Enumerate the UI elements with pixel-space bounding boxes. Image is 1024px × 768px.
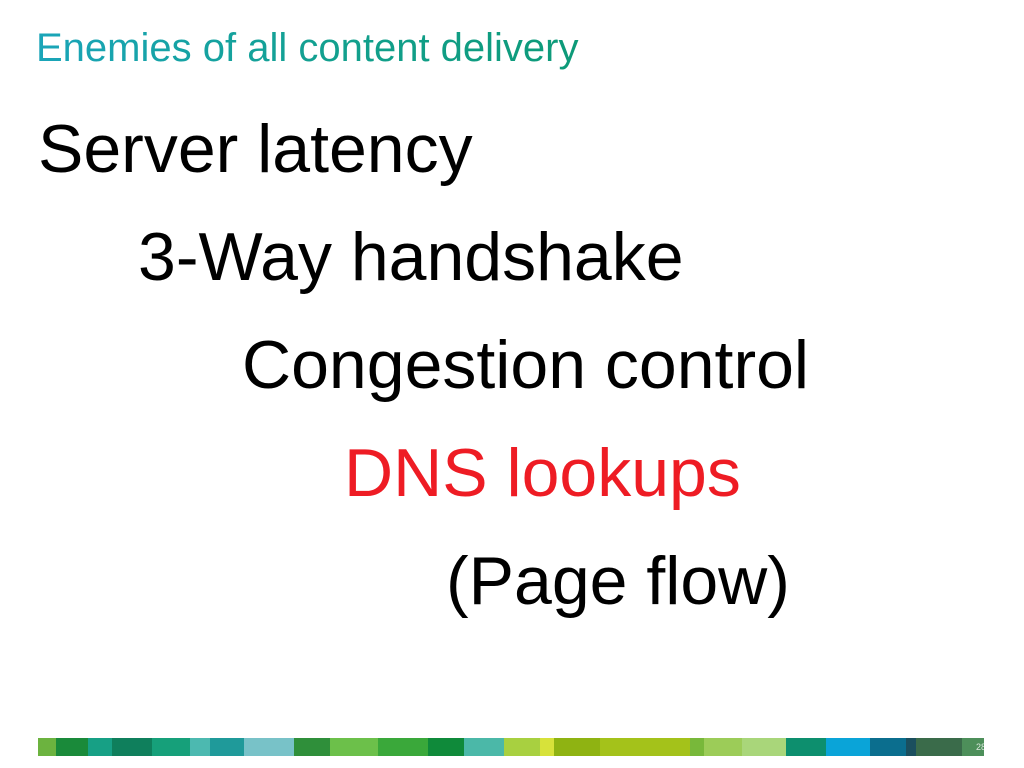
footer-color-segment [870, 738, 906, 756]
footer-color-segment [190, 738, 210, 756]
slide-title: Enemies of all content delivery [36, 26, 579, 70]
bullet-page-flow: (Page flow) [446, 543, 790, 619]
footer-color-segment [112, 738, 152, 756]
footer-color-segment [294, 738, 330, 756]
footer-color-segment [826, 738, 870, 756]
footer-color-segment [330, 738, 378, 756]
footer-color-segment [210, 738, 244, 756]
footer-color-segment [786, 738, 826, 756]
footer-color-segment [906, 738, 916, 756]
footer-color-segment [690, 738, 704, 756]
footer-color-segment [916, 738, 962, 756]
bullet-server-latency: Server latency [38, 111, 473, 187]
footer-color-segment [554, 738, 600, 756]
page-number: 28 [975, 742, 986, 752]
footer-color-segment [540, 738, 554, 756]
footer-color-segment [88, 738, 112, 756]
footer-color-segment [152, 738, 190, 756]
footer-color-segment [600, 738, 690, 756]
bullet-3-way-handshake: 3-Way handshake [138, 219, 684, 295]
footer-color-segment [742, 738, 786, 756]
footer-color-segment [38, 738, 56, 756]
footer-color-segment [704, 738, 742, 756]
footer-color-bar [38, 738, 988, 756]
footer-color-segment [504, 738, 540, 756]
footer-color-segment [244, 738, 294, 756]
bullet-dns-lookups: DNS lookups [344, 435, 741, 511]
footer-color-segment [464, 738, 504, 756]
footer-color-segment [962, 738, 984, 756]
bullet-congestion-control: Congestion control [242, 327, 810, 403]
footer-color-segment [428, 738, 464, 756]
footer-color-segment [378, 738, 428, 756]
footer-color-segment [56, 738, 88, 756]
